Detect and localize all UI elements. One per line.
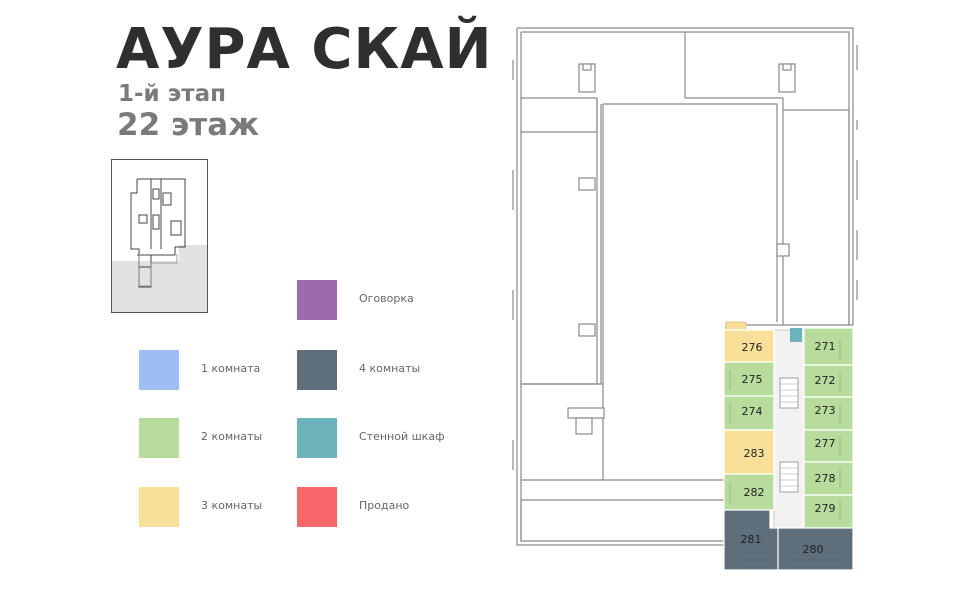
apartment-number: 282 — [744, 486, 765, 499]
legend-swatch — [139, 487, 179, 527]
apartment-282[interactable]: 282 — [723, 473, 775, 511]
apartment-number: 272 — [815, 374, 836, 387]
apartment-272[interactable]: 272 — [803, 364, 854, 398]
apartment-number: 274 — [742, 405, 763, 418]
apartment-number: 279 — [815, 502, 836, 515]
legend-label: Оговорка — [359, 292, 414, 305]
legend-label: 1 комната — [201, 362, 261, 375]
apartment-number: 281 — [741, 533, 762, 546]
apartment-number: 278 — [815, 472, 836, 485]
apartment-277[interactable]: 277 — [803, 429, 854, 463]
apartment-278[interactable]: 278 — [803, 461, 854, 496]
project-title: АУРА СКАЙ — [116, 17, 493, 82]
apartment-283[interactable]: 283 — [723, 429, 775, 475]
apartment-276[interactable]: 276 — [723, 329, 775, 363]
legend-swatch — [139, 418, 179, 458]
legend-swatch — [297, 487, 337, 527]
legend-swatch — [139, 350, 179, 390]
apartment-271[interactable]: 271 — [803, 327, 854, 366]
legend-label: 3 комнаты — [201, 499, 263, 512]
floor-label: 22 этаж — [117, 107, 260, 143]
legend-label: 4 комнаты — [359, 362, 421, 375]
legend-label: Стенной шкаф — [359, 430, 445, 443]
legend-swatch — [297, 280, 337, 320]
apartment-number: 271 — [815, 340, 836, 353]
apartment-273[interactable]: 273 — [803, 396, 854, 431]
apartment-number: 275 — [742, 373, 763, 386]
apartment-number: 273 — [815, 404, 836, 417]
apartment-number: 277 — [815, 437, 836, 450]
apartment-number: 276 — [742, 341, 763, 354]
apartment-number: 283 — [744, 447, 765, 460]
apartment-partitions — [729, 340, 841, 520]
apartment-number: 280 — [803, 543, 824, 556]
legend-swatch — [297, 350, 337, 390]
apartment-275[interactable]: 275 — [723, 361, 775, 397]
stage-label: 1-й этап — [118, 81, 227, 107]
floor-plan-core — [725, 321, 805, 531]
legend-label: Продано — [359, 499, 410, 512]
legend-swatch — [297, 418, 337, 458]
building-minimap[interactable] — [111, 159, 208, 313]
apartment-279[interactable]: 279 — [803, 494, 854, 529]
apartment-274[interactable]: 274 — [723, 395, 775, 431]
apartment-281[interactable]: 281 — [723, 509, 779, 571]
legend-label: 2 комнаты — [201, 430, 263, 443]
apartment-280[interactable]: 280 — [777, 527, 854, 571]
